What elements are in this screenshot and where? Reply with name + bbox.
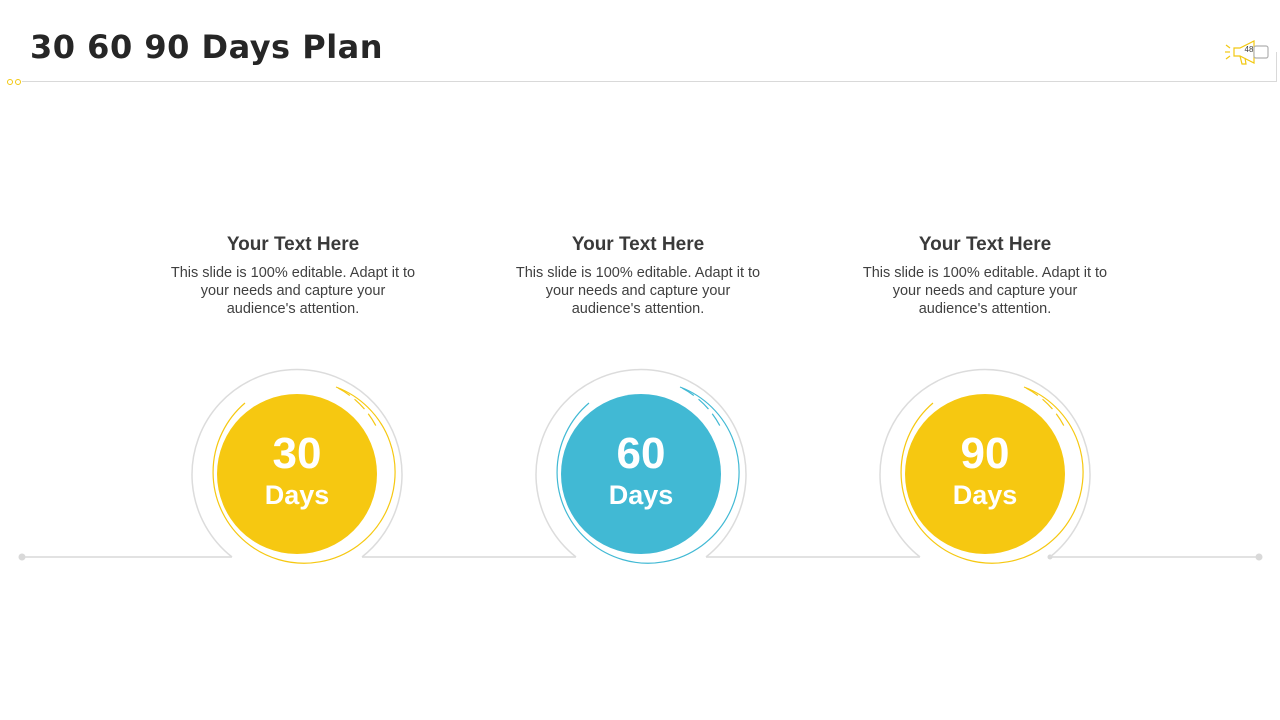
stage-unit: Days (608, 480, 674, 510)
stage-heading: Your Text Here (918, 234, 1052, 255)
slide-number: 48 (1244, 45, 1254, 54)
stage-heading: Your Text Here (571, 234, 705, 255)
stage-unit: Days (264, 480, 330, 510)
stage-description: This slide is 100% editable. Adapt it to… (862, 265, 1108, 317)
stage-description: This slide is 100% editable. Adapt it to… (515, 265, 761, 317)
stage-1-rings (191, 368, 403, 564)
stage-3-text: Your Text Here This slide is 100% editab… (860, 232, 1110, 318)
page-title: 30 60 90 Days Plan (30, 28, 384, 66)
header-divider-edge (1276, 52, 1277, 82)
stage-2-rings (535, 368, 747, 564)
stage-3-rings (879, 368, 1091, 564)
megaphone-icon (1225, 40, 1269, 65)
decor-dot (15, 79, 21, 85)
stage-unit: Days (952, 480, 1018, 510)
stage-2-text: Your Text Here This slide is 100% editab… (513, 232, 763, 318)
header-divider (22, 81, 1276, 82)
stage-description: This slide is 100% editable. Adapt it to… (170, 265, 416, 317)
stage-3-circle: 90 Days (905, 394, 1065, 554)
stage-number: 60 (616, 429, 666, 478)
decor-dot (7, 79, 13, 85)
timeline-end-dot (18, 553, 26, 561)
stage-1-text: Your Text Here This slide is 100% editab… (168, 232, 418, 318)
stage-2-circle: 60 Days (561, 394, 721, 554)
timeline-end-dot (1255, 553, 1263, 561)
stage-1-circle: 30 Days (217, 394, 377, 554)
stage-number: 30 (272, 429, 322, 478)
stage-number: 90 (960, 429, 1010, 478)
stage-heading: Your Text Here (226, 234, 360, 255)
